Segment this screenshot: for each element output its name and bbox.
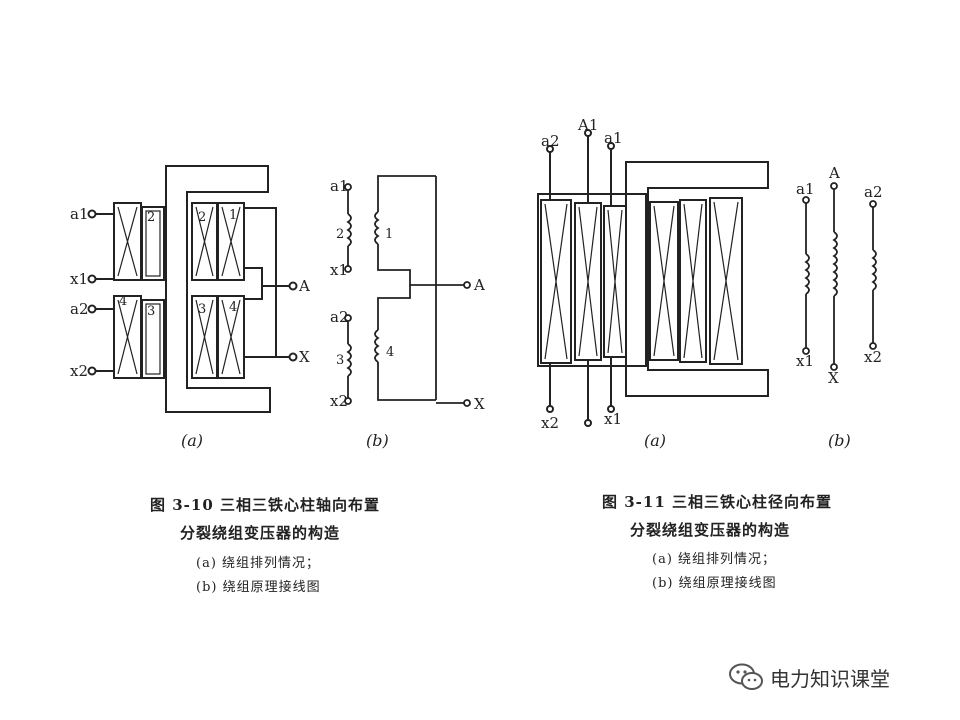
fig1-coil-4 [217,295,245,379]
fig1b-term-x2: x2 [330,392,348,410]
fig1b-term-A: A [473,276,485,294]
fig1-a-labels: a1 x1 a2 x2 A X 2 2 1 4 3 3 4 (a) [70,205,310,450]
fig2-a-winding-arrangement [537,129,769,427]
fig2-a-labels: a2 A1 a1 x2 x1 (a) [541,116,666,450]
fig1-caption-line2: 分裂绕组变压器的构造 [180,524,341,542]
fig1-term-a2: a2 [70,300,89,318]
fig2b-term-a1: a1 [796,180,815,198]
fig1-num-4b: 4 [229,300,237,315]
fig1-coil-3-left [141,299,165,379]
fig2-coil-right-1 [649,201,679,361]
fig2-term-x1: x1 [604,410,622,428]
fig1-caption-item-b: (b) 绕组原理接线图 [196,580,321,595]
fig2-term-a1: a1 [604,129,623,147]
fig2-term-x2: x2 [541,414,559,432]
fig1-sub-a: (a) [181,431,203,450]
fig2-caption-line2: 分裂绕组变压器的构造 [630,521,791,539]
fig2b-term-x1: x1 [796,352,814,370]
fig2-coil-right-3 [709,197,743,365]
fig1b-term-X: X [474,395,485,413]
fig1b-num-2: 2 [336,227,344,242]
fig1-b-schematic [344,175,471,407]
fig1-term-X: X [299,348,310,366]
fig1-num-2b: 2 [198,210,206,225]
fig1-caption-item-a: (a) 绕组排列情况； [196,556,321,571]
fig1b-num-4: 4 [386,345,394,360]
wechat-icon [729,663,763,690]
fig1-num-1: 1 [229,208,237,223]
fig1-num-3a: 3 [147,304,155,319]
fig1-b-labels: a1 2 1 x1 a2 3 4 x2 A X (b) [330,177,485,450]
fig1b-num-1: 1 [385,227,393,242]
fig2-coil-right-2 [679,199,707,363]
fig2-caption-item-a: (a) 绕组排列情况； [652,552,777,567]
fig1-term-x1: x1 [70,270,88,288]
fig2b-term-A: A [828,164,840,182]
fig2-sub-a: (a) [644,431,666,450]
fig1b-num-3: 3 [336,353,344,368]
fig1-coil-2-left [141,206,165,281]
fig2b-term-x2: x2 [864,348,882,366]
fig2-coil-a1 [603,205,627,358]
fig1b-term-a1: a1 [330,177,349,195]
fig2-caption-line1: 图 3-11 三相三铁心柱径向布置 [602,493,832,511]
fig1-caption-line1: 图 3-10 三相三铁心柱轴向布置 [150,496,380,514]
fig1-num-3b: 3 [198,302,206,317]
fig1b-term-a2: a2 [330,308,349,326]
fig1-a-winding-arrangement [87,165,298,413]
fig2-sub-b: (b) [828,431,851,450]
fig2-b-labels: a1 A a2 x1 X x2 (b) [796,164,883,450]
watermark: 电力知识课堂 [728,660,890,694]
fig2-term-A1: A1 [577,116,598,134]
fig2-coil-a2 [540,199,572,364]
fig1-sub-b: (b) [366,431,389,450]
fig1-num-4a: 4 [119,294,127,309]
fig1-num-2a: 2 [147,210,155,225]
fig1-term-A: A [298,277,310,295]
fig1-term-a1: a1 [70,205,89,223]
fig1b-term-x1: x1 [330,261,348,279]
fig2-b-schematic [802,182,877,371]
fig1-core [165,165,271,413]
fig2b-term-X: X [828,369,839,387]
fig1-coil-1 [217,202,245,281]
fig2-caption-item-b: (b) 绕组原理接线图 [652,576,777,591]
fig2-term-a2: a2 [541,132,560,150]
fig2-core [625,161,769,397]
fig2b-term-a2: a2 [864,183,883,201]
watermark-text: 电力知识课堂 [770,666,890,691]
fig1-term-x2: x2 [70,362,88,380]
